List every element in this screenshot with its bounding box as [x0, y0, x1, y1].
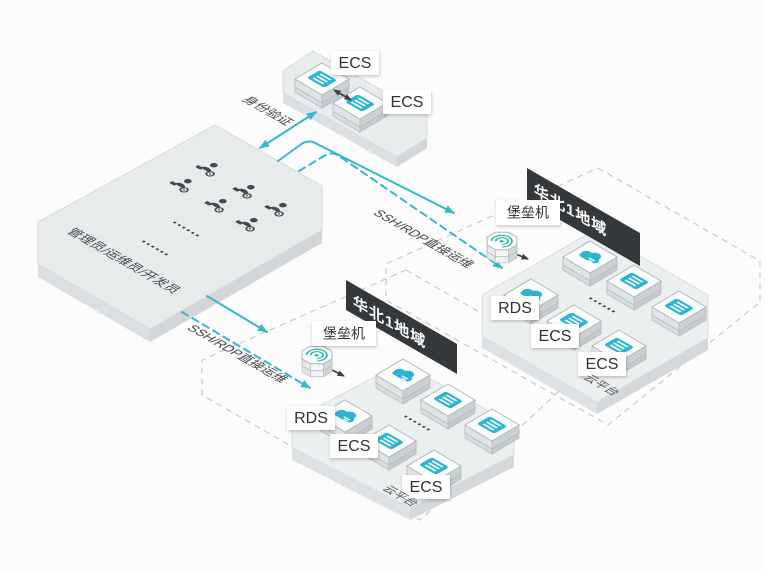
ssh-link-label-north: SSH/RDP直接运维 — [370, 208, 478, 270]
ssh-solid-arrow-south — [206, 295, 268, 333]
node-label-text: ECS — [586, 356, 619, 373]
node-label-text: ECS — [539, 328, 572, 345]
node-label: RDS — [491, 296, 539, 320]
ssh-solid-arrow-north — [277, 140, 455, 214]
region-boundary-north — [385, 167, 761, 426]
bastion-label-text: 堡垒机 — [323, 326, 365, 342]
bastion-label-text: 堡垒机 — [507, 205, 549, 221]
top-ecs-cluster: ECS ECS — [295, 51, 431, 132]
node-label: ECS — [330, 434, 378, 458]
ecs-label: ECS — [383, 90, 431, 114]
node-label: ECS — [402, 475, 450, 499]
region-boundaries — [201, 167, 761, 521]
bastion-host-icon — [301, 345, 333, 378]
north-cloud-platform — [481, 229, 709, 414]
ecs-link-arrow — [333, 89, 352, 101]
node-label-text: RDS — [294, 410, 328, 427]
bastion-label: 堡垒机 — [496, 200, 560, 225]
ssh-link-label-south: SSH/RDP直接运维 — [184, 323, 292, 385]
ecs-label-text: ECS — [339, 55, 372, 72]
ecs-label-text: ECS — [391, 94, 424, 111]
ssh-dashed-arrow-north — [298, 152, 503, 269]
node-label: ECS — [578, 352, 626, 376]
bastion-label: 堡垒机 — [312, 321, 376, 346]
node-label: RDS — [287, 406, 335, 430]
bastion-host-icon — [486, 231, 518, 264]
node-label-text: ECS — [410, 479, 443, 496]
node-label-text: RDS — [498, 300, 532, 317]
node-label: ECS — [531, 324, 579, 348]
admin-platform — [37, 124, 323, 342]
node-label-text: ECS — [338, 438, 371, 455]
connectors — [181, 111, 503, 389]
region-boundary-south — [201, 269, 559, 521]
ssh-dashed-arrow-south — [181, 311, 311, 389]
ecs-label: ECS — [331, 51, 379, 75]
auth-double-arrow — [259, 111, 317, 149]
